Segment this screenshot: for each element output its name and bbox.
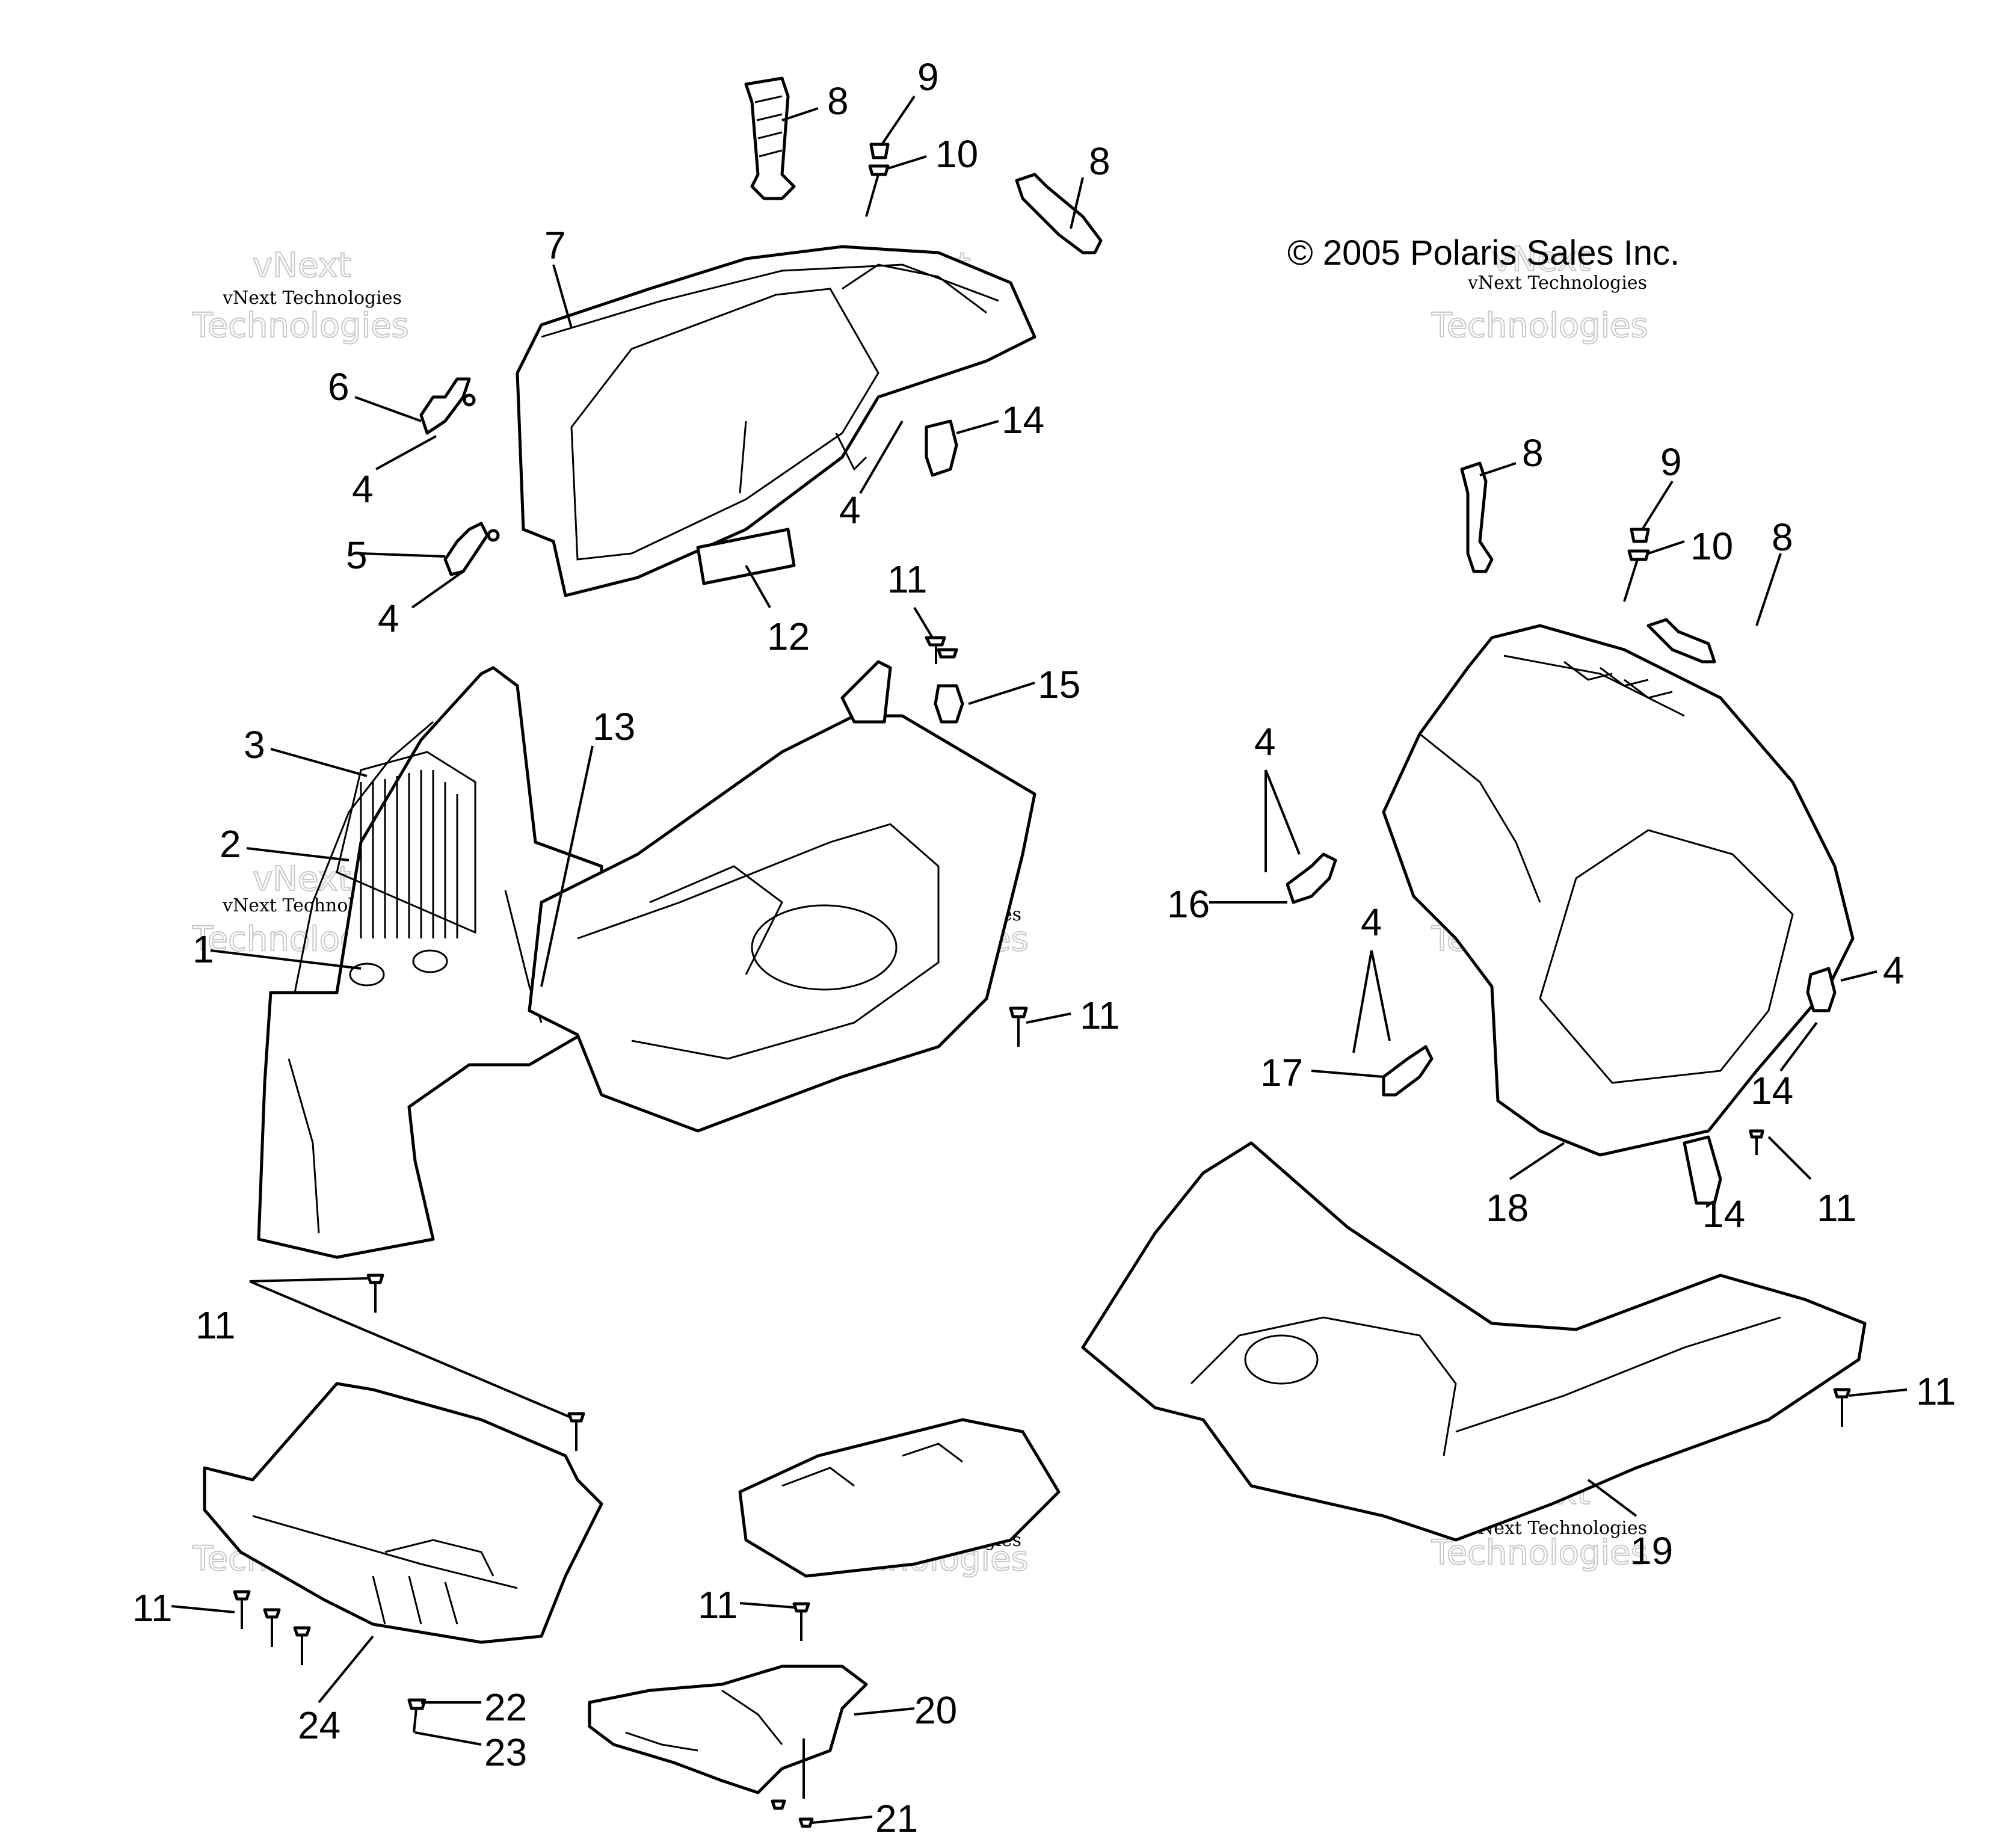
watermark-text: vNext <box>253 246 351 285</box>
callout-8: 8 <box>1522 431 1544 475</box>
callout-2: 2 <box>220 822 241 866</box>
watermark-text: vNext <box>1492 240 1591 279</box>
copyright-notice: © 2005 Polaris Sales Inc. <box>1287 233 1680 273</box>
part-14-clip-right <box>1806 967 1837 1012</box>
callout-4: 4 <box>839 488 861 532</box>
watermark-text: vNext Technologies <box>1467 273 1647 294</box>
part-21-screws <box>771 1799 814 1828</box>
callout-labels: 8 9 10 8 7 6 4 5 4 4 14 12 11 15 13 3 2 … <box>132 55 1956 1840</box>
part-7-dash-panel <box>516 245 1036 597</box>
part-5-bracket <box>443 522 500 576</box>
part-11-screw-lower-right <box>1833 1388 1851 1427</box>
part-8-foot-pad-top-right <box>1015 173 1103 254</box>
callout-20: 20 <box>914 1689 957 1732</box>
part-11-screw-floor-mid <box>1009 1006 1028 1047</box>
callout-12: 12 <box>767 615 810 658</box>
callout-9: 9 <box>917 55 939 99</box>
callout-6: 6 <box>328 365 350 408</box>
callout-11: 11 <box>887 558 927 601</box>
part-3-left-front-fender <box>257 666 603 1259</box>
part-12-decal <box>696 528 796 585</box>
part-11-screw-right <box>1749 1129 1764 1155</box>
callout-9: 9 <box>1660 440 1682 484</box>
watermark-text: Technologies <box>192 306 409 345</box>
callout-4: 4 <box>1361 901 1382 944</box>
part-19-right-footwell <box>1081 1135 1867 1542</box>
part-24-left-footwell <box>203 1382 603 1644</box>
callout-4: 4 <box>1254 720 1276 763</box>
callout-14: 14 <box>1002 398 1044 442</box>
part-11-screws-lower-left <box>233 1274 810 1665</box>
callout-13: 13 <box>593 705 635 748</box>
part-18-right-front-fender <box>1382 624 1855 1157</box>
callout-11: 11 <box>1817 1186 1856 1230</box>
callout-21: 21 <box>875 1797 918 1840</box>
callout-3: 3 <box>244 723 265 766</box>
part-6-bracket <box>419 377 476 435</box>
callout-17: 17 <box>1260 1051 1303 1094</box>
part-14-clip-top <box>925 419 958 477</box>
part-9-10-push-rivet-top <box>865 143 890 217</box>
callout-16: 16 <box>1167 882 1210 926</box>
callout-24: 24 <box>298 1704 340 1747</box>
watermark-text: vNext Technologies <box>222 288 402 309</box>
part-9-10-push-rivet-right <box>1623 528 1650 602</box>
callout-1: 1 <box>192 928 214 971</box>
part-13-floor-panel <box>528 660 1036 1133</box>
part-8-foot-pad-right-a <box>1460 461 1494 573</box>
leader-lines <box>171 95 1908 1824</box>
callout-18: 18 <box>1486 1186 1529 1230</box>
callout-11: 11 <box>132 1586 172 1630</box>
callout-11: 11 <box>1080 994 1120 1037</box>
callout-8: 8 <box>1772 516 1793 559</box>
watermark-text: vNext <box>253 860 351 899</box>
part-8-foot-pad-top-left <box>744 76 796 200</box>
callout-8: 8 <box>1089 140 1110 183</box>
callout-4: 4 <box>378 597 399 640</box>
callout-14: 14 <box>1702 1192 1745 1236</box>
callout-14: 14 <box>1751 1069 1793 1112</box>
part-16-bracket <box>1286 852 1337 904</box>
callout-11: 11 <box>196 1304 235 1347</box>
watermark-text: Technologies <box>1431 1533 1648 1572</box>
part-17-bracket <box>1382 1045 1434 1097</box>
callout-10: 10 <box>1690 525 1733 568</box>
part-15-clip <box>934 684 964 724</box>
callout-15: 15 <box>1038 663 1080 706</box>
part-19-footwell-front <box>738 1418 1061 1578</box>
callout-19: 19 <box>1630 1529 1673 1572</box>
watermark-text: Technologies <box>1431 306 1648 345</box>
callout-10: 10 <box>935 132 978 176</box>
callout-11: 11 <box>698 1583 738 1627</box>
part-22-23-push-rivet-lower <box>407 1698 427 1733</box>
callout-4: 4 <box>352 467 374 511</box>
callout-23: 23 <box>484 1731 527 1774</box>
callout-8: 8 <box>827 79 849 123</box>
part-11-screw-floor-top <box>925 636 958 664</box>
callout-22: 22 <box>484 1686 527 1729</box>
callout-11: 11 <box>1916 1370 1956 1413</box>
part-8-foot-pad-right-b <box>1646 618 1716 664</box>
part-20-skid-plate <box>588 1665 868 1794</box>
callout-5: 5 <box>346 534 368 577</box>
callout-7: 7 <box>544 224 566 267</box>
callout-4: 4 <box>1883 949 1905 992</box>
